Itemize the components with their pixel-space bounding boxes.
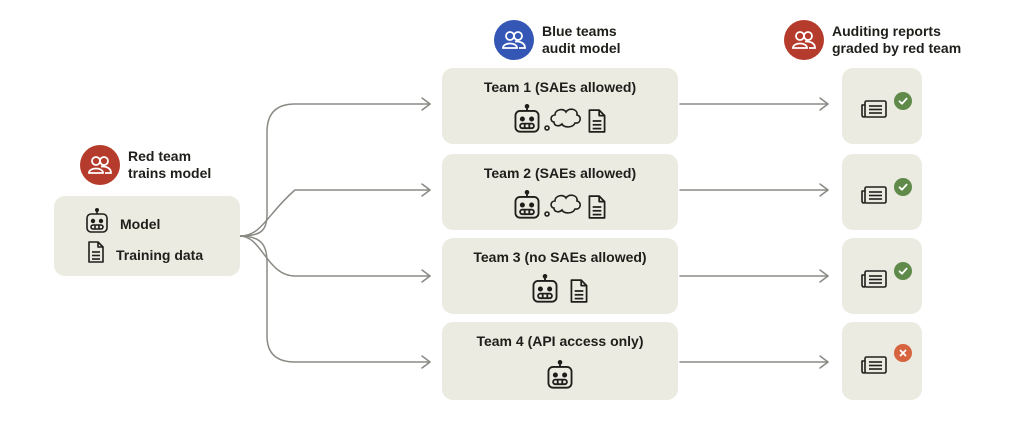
team-card-4: Team 4 (API access only) xyxy=(442,322,678,400)
training-data-label: Training data xyxy=(116,246,204,263)
report-icon xyxy=(860,185,887,204)
team-title: Team 3 (no SAEs allowed) xyxy=(473,249,647,265)
check-icon xyxy=(894,92,912,110)
model-row: Model xyxy=(84,207,161,239)
document-icon xyxy=(568,278,590,309)
team-icons xyxy=(442,189,678,225)
thought-bubble-icon xyxy=(544,190,584,225)
document-icon xyxy=(586,108,608,139)
document-icon xyxy=(86,240,106,269)
people-icon xyxy=(80,145,120,185)
thought-bubble-icon xyxy=(544,104,584,139)
team-title: Team 1 (SAEs allowed) xyxy=(483,79,637,95)
blue-teams-header: Blue teams audit model xyxy=(494,20,621,60)
people-icon xyxy=(494,20,534,60)
red-team-header: Red team trains model xyxy=(80,145,211,185)
team-icons xyxy=(442,273,678,309)
team-icons xyxy=(442,359,678,395)
report-card-1 xyxy=(842,68,922,144)
auditing-header: Auditing reports graded by red team xyxy=(784,20,961,60)
report-icon xyxy=(860,269,887,288)
blue-teams-header-text: Blue teams audit model xyxy=(542,23,621,56)
connector-team-1 xyxy=(239,103,431,237)
team-card-1: Team 1 (SAEs allowed) xyxy=(442,68,678,144)
team-card-3: Team 3 (no SAEs allowed) xyxy=(442,238,678,314)
report-card-3 xyxy=(842,238,922,314)
robot-icon xyxy=(545,359,575,395)
model-label: Model xyxy=(120,215,161,232)
document-icon xyxy=(586,194,608,225)
red-team-card: Model Training data xyxy=(54,196,240,276)
auditing-header-text: Auditing reports graded by red team xyxy=(832,23,962,56)
connector-team-3 xyxy=(239,235,431,277)
robot-icon xyxy=(84,207,110,239)
red-team-header-text: Red team trains model xyxy=(128,148,212,181)
people-icon xyxy=(784,20,824,60)
team-title: Team 2 (SAEs allowed) xyxy=(483,165,637,181)
connector-team-4 xyxy=(239,235,431,363)
cross-icon xyxy=(894,344,912,362)
team-icons xyxy=(442,103,678,139)
report-card-4 xyxy=(842,322,922,400)
robot-icon xyxy=(512,189,542,225)
connector-team-2 xyxy=(239,189,431,237)
robot-icon xyxy=(512,103,542,139)
check-icon xyxy=(894,178,912,196)
robot-icon xyxy=(530,273,560,309)
report-card-2 xyxy=(842,154,922,230)
training-data-row: Training data xyxy=(86,240,203,269)
check-icon xyxy=(894,262,912,280)
report-icon xyxy=(860,99,887,118)
team-card-2: Team 2 (SAEs allowed) xyxy=(442,154,678,230)
report-icon xyxy=(860,355,887,374)
team-title: Team 4 (API access only) xyxy=(476,333,644,349)
